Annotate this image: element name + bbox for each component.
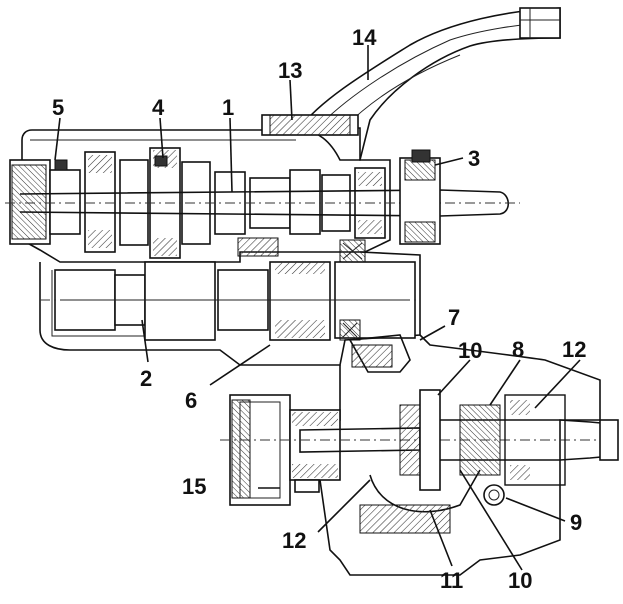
upper-housing: [21, 114, 391, 263]
label-14: 14: [352, 25, 377, 50]
differential-housing: [220, 334, 619, 576]
label-1: 1: [222, 95, 234, 120]
lower-shaft-assembly: [40, 237, 420, 341]
leader-lines: [54, 45, 581, 571]
label-3: 3: [468, 146, 480, 171]
label-5: 5: [52, 95, 64, 120]
shift-bracket: [298, 7, 561, 161]
label-13: 13: [278, 58, 302, 83]
label-10-upper: 10: [458, 338, 482, 363]
label-2: 2: [140, 366, 152, 391]
label-15: 15: [182, 474, 206, 499]
label-9: 9: [570, 510, 582, 535]
input-shaft-assembly: [5, 147, 520, 259]
label-6: 6: [185, 388, 197, 413]
label-12-lower: 12: [282, 528, 306, 553]
label-4: 4: [152, 95, 165, 120]
label-10-lower: 10: [508, 568, 532, 593]
callout-labels: 1 2 3 4 5 6 7 8 9 10 10 11 12 12 13 14 1…: [52, 25, 586, 593]
label-7: 7: [448, 305, 460, 330]
label-12-upper: 12: [562, 337, 586, 362]
label-11: 11: [440, 568, 463, 593]
label-8: 8: [512, 337, 524, 362]
